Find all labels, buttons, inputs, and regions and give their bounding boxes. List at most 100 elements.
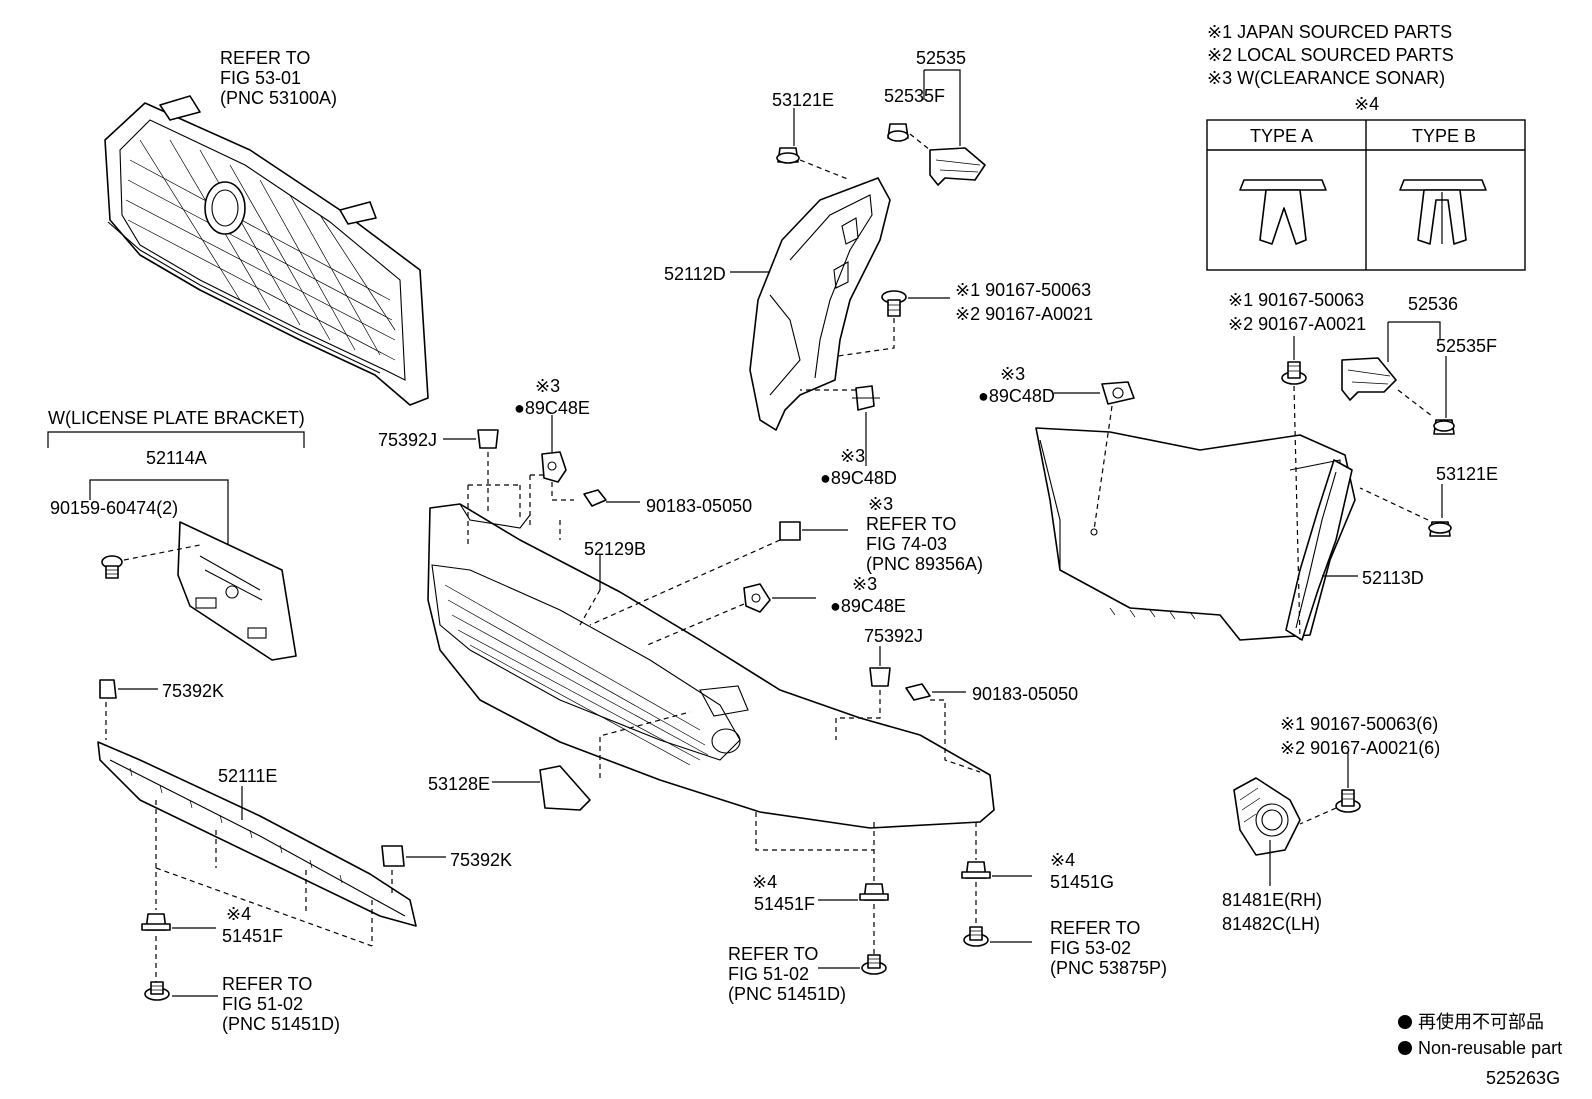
label-53121E-right: 53121E: [1436, 464, 1498, 484]
note-clearance-sonar: ※3 W(CLEARANCE SONAR): [1207, 68, 1445, 88]
table-type-b: TYPE B: [1412, 126, 1476, 146]
label-75392J-left: 75392J: [378, 430, 437, 450]
clip-51451F-mid[interactable]: [859, 883, 889, 901]
clip-51451G[interactable]: [961, 861, 991, 879]
label-refer-sonar-1: REFER TO: [866, 514, 956, 534]
note-local-sourced: ※2 LOCAL SOURCED PARTS: [1207, 45, 1454, 65]
mark-4-51451F-mid: ※4: [752, 872, 777, 892]
sonar-holder-89C48D-mid[interactable]: [852, 385, 880, 411]
radiator-grille[interactable]: [104, 95, 429, 406]
bracket-screw[interactable]: [101, 555, 123, 579]
mark-3-89C48E-top: ※3: [535, 376, 560, 396]
clip-75392K-mid[interactable]: [381, 845, 405, 867]
label-refer-5102-mid-1: REFER TO: [728, 944, 818, 964]
fender-liner-52113D[interactable]: [1285, 459, 1353, 641]
note-clip-type: ※4: [1354, 94, 1379, 114]
mark-4-51451G: ※4: [1050, 850, 1075, 870]
label-89C48D-mid: ●89C48D: [820, 468, 897, 488]
nut-90183-right[interactable]: [905, 683, 931, 701]
label-refer-5102-left-2: FIG 51-02: [222, 994, 303, 1014]
fog-lamp-bezel[interactable]: [1233, 777, 1301, 856]
label-refer-5102-mid-3: (PNC 51451D): [728, 984, 846, 1004]
bolt-90167-fog[interactable]: [1335, 789, 1361, 813]
lower-molding-strip[interactable]: [97, 741, 417, 927]
front-bumper-cover[interactable]: [427, 503, 995, 829]
label-90159-60474: 90159-60474(2): [50, 498, 178, 518]
label-75392K-top: 75392K: [162, 681, 224, 701]
label-53121E-top: 53121E: [772, 90, 834, 110]
screw-right[interactable]: [963, 926, 989, 947]
label-51451F-left: 51451F: [222, 926, 283, 946]
label-refer-5302-1: REFER TO: [1050, 918, 1140, 938]
bolt-52535F-top[interactable]: [887, 123, 909, 142]
label-81481E: 81481E(RH): [1222, 890, 1322, 910]
label-90183-left: 90183-05050: [646, 496, 752, 516]
screw-53121E-right[interactable]: [1428, 521, 1452, 537]
bracket-52536[interactable]: [1341, 357, 1397, 401]
label-52535F-top: 52535F: [884, 86, 945, 106]
label-90167-A0021-top: ※2 90167-A0021: [955, 304, 1093, 324]
legend-non-reusable-en: Non-reusable part: [1418, 1038, 1562, 1058]
mark-3-89C48D-right: ※3: [1000, 364, 1025, 384]
label-refer-5302-3: (PNC 53875P): [1050, 958, 1167, 978]
fender-liner-52112D[interactable]: [749, 177, 891, 431]
diagram-code: 525263G: [1486, 1068, 1560, 1088]
clip-75392J-left[interactable]: [477, 429, 499, 449]
label-refer-grille-1: REFER TO: [220, 48, 310, 68]
label-90167-A0021-fog: ※2 90167-A0021(6): [1280, 738, 1440, 758]
sonar-seal[interactable]: [779, 521, 801, 541]
label-refer-grille-2: FIG 53-01: [220, 68, 301, 88]
label-51451F-mid: 51451F: [754, 894, 815, 914]
label-refer-5102-mid-2: FIG 51-02: [728, 964, 809, 984]
part-labels: REFER TO FIG 53-01 (PNC 53100A) 52535 52…: [48, 48, 1498, 1034]
mark-3-refer-sonar: ※3: [868, 494, 893, 514]
label-52129B: 52129B: [584, 539, 646, 559]
table-type-a: TYPE A: [1250, 126, 1313, 146]
label-53128E: 53128E: [428, 774, 490, 794]
label-52535: 52535: [916, 48, 966, 68]
label-refer-sonar-2: FIG 74-03: [866, 534, 947, 554]
legend: 再使用不可部品 Non-reusable part 525263G: [1418, 1012, 1562, 1088]
note-japan-sourced: ※1 JAPAN SOURCED PARTS: [1207, 22, 1452, 42]
label-75392K-mid: 75392K: [450, 850, 512, 870]
label-52535F-right: 52535F: [1436, 336, 1497, 356]
mark-3-89C48D-mid: ※3: [840, 446, 865, 466]
clip-type-table: [1206, 119, 1526, 271]
bolt-52535F-right[interactable]: [1433, 419, 1455, 435]
label-refer-5102-left-1: REFER TO: [222, 974, 312, 994]
label-refer-5102-left-3: (PNC 51451D): [222, 1014, 340, 1034]
sonar-holder-89C48D-right[interactable]: [1101, 381, 1135, 405]
screw-mid[interactable]: [861, 954, 887, 975]
label-52111E: 52111E: [218, 766, 277, 786]
label-90167-50063-right: ※1 90167-50063: [1228, 290, 1364, 310]
non-reusable-dot-jp: [1398, 1015, 1412, 1029]
label-license-group: W(LICENSE PLATE BRACKET): [48, 408, 305, 428]
screw-left[interactable]: [144, 981, 170, 1001]
legend-non-reusable-jp: 再使用不可部品: [1418, 1012, 1544, 1032]
bolt-90167-right[interactable]: [1281, 361, 1307, 385]
label-52112D: 52112D: [664, 264, 726, 284]
bracket-52535[interactable]: [929, 147, 986, 186]
sonar-holder-89C48E-top[interactable]: [541, 451, 567, 483]
label-90167-50063-fog: ※1 90167-50063(6): [1280, 714, 1438, 734]
label-refer-sonar-3: (PNC 89356A): [866, 554, 983, 574]
label-refer-5302-2: FIG 53-02: [1050, 938, 1131, 958]
label-90183-right: 90183-05050: [972, 684, 1078, 704]
clip-75392J-right[interactable]: [869, 667, 891, 687]
clip-75392K-top[interactable]: [99, 679, 117, 699]
label-52114A: 52114A: [146, 448, 207, 468]
sonar-holder-89C48E-mid[interactable]: [743, 583, 771, 613]
label-90167-50063-top: ※1 90167-50063: [955, 280, 1091, 300]
label-52113D: 52113D: [1362, 568, 1424, 588]
fog-cover-53128E[interactable]: [539, 765, 591, 811]
label-51451G: 51451G: [1050, 872, 1114, 892]
label-refer-grille-3: (PNC 53100A): [220, 88, 337, 108]
license-plate-bracket[interactable]: [177, 521, 297, 661]
label-81482C: 81482C(LH): [1222, 914, 1320, 934]
label-90167-A0021-right: ※2 90167-A0021: [1228, 314, 1366, 334]
bolt-90167-top[interactable]: [881, 290, 907, 317]
screw-53121E-top[interactable]: [776, 147, 800, 164]
nut-90183-left[interactable]: [583, 489, 607, 507]
clip-51451F-left[interactable]: [141, 913, 171, 931]
